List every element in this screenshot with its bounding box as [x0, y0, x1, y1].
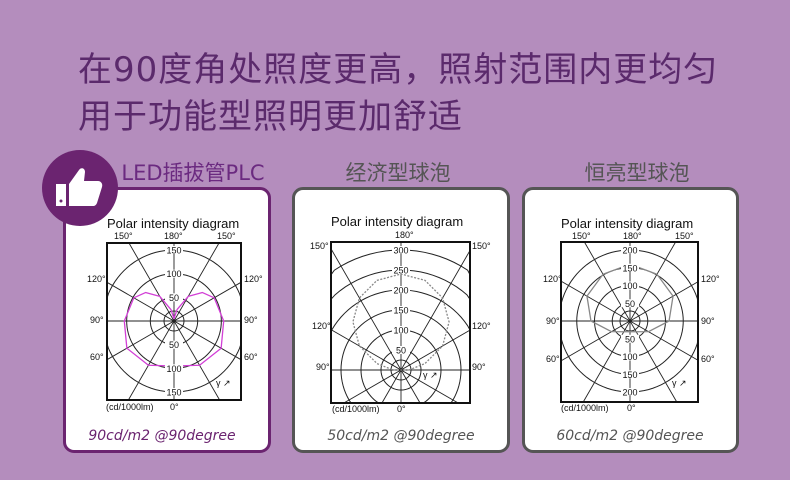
angle-label: 180°	[164, 231, 183, 241]
angle-label: 150°	[472, 241, 491, 251]
card-label-led-plc: LED插拔管PLC	[121, 161, 265, 185]
caption-economy-bulb: 50cd/m2 @90degree	[327, 428, 475, 444]
gamma-label: γ ↗	[672, 378, 687, 388]
angle-label: 180°	[623, 231, 642, 241]
chart-title: Polar intensity diagram	[561, 216, 694, 231]
angle-label: 180°	[395, 230, 414, 240]
angle-label: 120°	[244, 274, 263, 284]
angle-label: 150°	[217, 231, 236, 241]
angle-label: 0°	[397, 404, 406, 414]
gamma-label: γ ↗	[423, 370, 438, 380]
angle-label: 60°	[244, 352, 258, 362]
angle-label: 60°	[701, 354, 715, 364]
angle-label: 120°	[312, 321, 331, 331]
angle-label: 90°	[472, 362, 486, 372]
chart-title: Polar intensity diagram	[107, 216, 240, 231]
angle-label: 120°	[543, 274, 562, 284]
caption-constant-bulb: 60cd/m2 @90degree	[556, 428, 704, 444]
angle-label: 0°	[170, 402, 179, 412]
angle-label: 150°	[310, 241, 329, 251]
thumbs-up-badge	[42, 150, 118, 226]
card-label-constant-bulb: 恒亮型球泡	[584, 161, 690, 185]
unit-label: (cd/1000lm)	[332, 404, 380, 414]
angle-label: 60°	[90, 352, 104, 362]
angle-label: 90°	[546, 316, 560, 326]
angle-label: 150°	[114, 231, 133, 241]
gamma-label: γ ↗	[216, 378, 231, 388]
angle-label: 150°	[675, 231, 694, 241]
card-label-economy-bulb: 经济型球泡	[345, 161, 451, 185]
caption-led-plc: 90cd/m2 @90degree	[88, 428, 236, 444]
thumbs-up-icon	[56, 168, 103, 206]
angle-label: 90°	[316, 362, 330, 372]
unit-label: (cd/1000lm)	[561, 403, 609, 413]
heading-line-1: 在90度角处照度更高，照射范围内更均匀	[78, 50, 719, 90]
unit-label: (cd/1000lm)	[106, 402, 154, 412]
angle-label: 60°	[546, 354, 560, 364]
chart-title: Polar intensity diagram	[331, 214, 464, 229]
angle-label: 120°	[701, 274, 720, 284]
angle-label: 90°	[701, 316, 715, 326]
angle-label: 150°	[572, 231, 591, 241]
angle-label: 120°	[87, 274, 106, 284]
angle-label: 90°	[244, 315, 258, 325]
angle-label: 90°	[90, 315, 104, 325]
angle-label: 0°	[627, 403, 636, 413]
heading-line-2: 用于功能型照明更加舒适	[78, 97, 463, 137]
angle-label: 120°	[472, 321, 491, 331]
